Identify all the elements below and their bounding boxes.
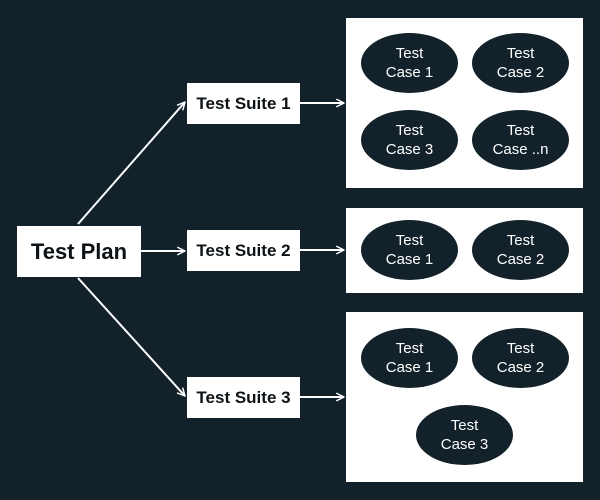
- test-case-group-1: Test Case 1 Test Case 2 Test Case 3 Test…: [346, 18, 583, 188]
- test-case-label-line2: Case 2: [496, 251, 545, 268]
- test-case-label-line2: Case ..n: [492, 141, 549, 158]
- test-case-label-line1: Test: [506, 340, 535, 357]
- test-case-ellipse: Test Case 2: [472, 33, 569, 93]
- test-case-ellipse: Test Case 3: [416, 405, 513, 465]
- test-suite-3-box: Test Suite 3: [187, 377, 300, 418]
- test-case-label-line2: Case 1: [385, 359, 434, 376]
- arrow-plan-to-suite-3: [77, 277, 186, 397]
- test-suite-2-box: Test Suite 2: [187, 230, 300, 271]
- test-suite-1-box: Test Suite 1: [187, 83, 300, 124]
- arrow-plan-to-suite-1: [77, 101, 186, 225]
- test-case-label-line1: Test: [506, 122, 535, 139]
- test-case-ellipse: Test Case 2: [472, 328, 569, 388]
- test-case-label-line2: Case 1: [385, 64, 434, 81]
- test-case-group-3: Test Case 1 Test Case 2 Test Case 3: [346, 312, 583, 482]
- test-plan-box: Test Plan: [17, 226, 141, 277]
- test-case-label-line1: Test: [395, 122, 424, 139]
- test-case-ellipse: Test Case 2: [472, 220, 569, 280]
- test-case-ellipse: Test Case 1: [361, 33, 458, 93]
- test-case-group-2: Test Case 1 Test Case 2: [346, 208, 583, 293]
- test-plan-label: Test Plan: [30, 238, 128, 264]
- test-case-label-line2: Case 2: [496, 359, 545, 376]
- test-case-label-line2: Case 1: [385, 251, 434, 268]
- test-case-label-line1: Test: [506, 45, 535, 62]
- test-case-label-line1: Test: [506, 232, 535, 249]
- test-case-label-line1: Test: [395, 45, 424, 62]
- test-case-ellipse: Test Case ..n: [472, 110, 569, 170]
- test-case-ellipse: Test Case 3: [361, 110, 458, 170]
- test-case-label-line2: Case 3: [440, 436, 489, 453]
- test-case-label-line2: Case 2: [496, 64, 545, 81]
- test-case-ellipse: Test Case 1: [361, 220, 458, 280]
- test-suite-3-label: Test Suite 3: [196, 387, 291, 407]
- test-case-label-line1: Test: [395, 232, 424, 249]
- test-suite-1-label: Test Suite 1: [196, 93, 291, 113]
- test-case-label-line2: Case 3: [385, 141, 434, 158]
- test-case-ellipse: Test Case 1: [361, 328, 458, 388]
- test-suite-2-label: Test Suite 2: [196, 240, 291, 260]
- test-case-label-line1: Test: [450, 417, 479, 434]
- test-case-label-line1: Test: [395, 340, 424, 357]
